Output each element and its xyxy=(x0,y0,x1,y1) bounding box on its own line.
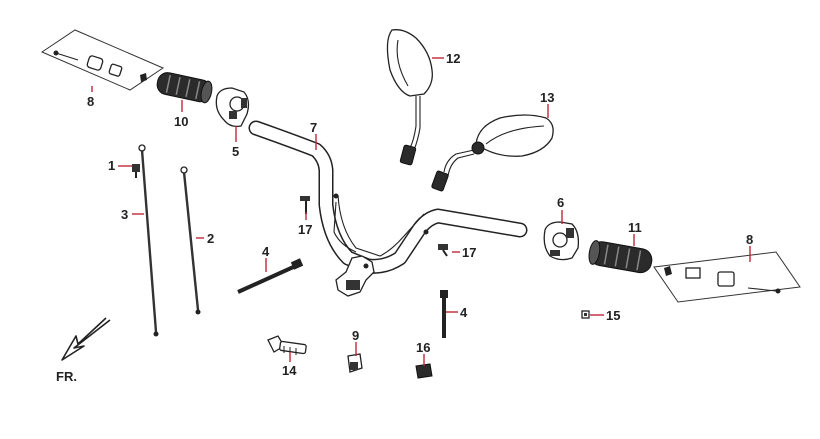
part-9-nut xyxy=(347,353,363,373)
leader-lines xyxy=(91,57,751,366)
handlebar-clamp xyxy=(335,255,375,297)
part-16-nut xyxy=(415,363,433,379)
callout-4-right: 4 xyxy=(460,305,468,320)
callout-labels: 8 10 5 7 12 13 1 3 2 4 17 17 4 6 11 8 15… xyxy=(87,51,753,378)
callout-4-left: 4 xyxy=(262,244,270,259)
front-direction-label: FR. xyxy=(56,369,77,384)
callout-1: 1 xyxy=(108,158,115,173)
part-17-bolt-left xyxy=(300,196,310,214)
callout-16: 16 xyxy=(416,340,430,355)
part-15-clip xyxy=(581,310,590,319)
callout-6: 6 xyxy=(557,195,564,210)
part-3-cable xyxy=(138,144,159,337)
callout-5: 5 xyxy=(232,144,239,159)
callout-11: 11 xyxy=(628,220,642,235)
part-4-cable-tie-left xyxy=(237,258,304,294)
part-5-left-switch xyxy=(215,87,250,128)
callout-3: 3 xyxy=(121,207,128,222)
part-10-left-grip xyxy=(156,72,213,104)
callout-17-right: 17 xyxy=(462,245,476,260)
part-8-right-kit xyxy=(653,251,801,303)
part-14-bolt xyxy=(267,335,307,355)
callout-14: 14 xyxy=(282,363,297,378)
part-13-right-mirror xyxy=(431,114,554,192)
front-direction-indicator: FR. xyxy=(56,317,111,384)
callout-8-left: 8 xyxy=(87,94,94,109)
callout-8-right: 8 xyxy=(746,232,753,247)
callout-12: 12 xyxy=(446,51,460,66)
callout-9: 9 xyxy=(352,328,359,343)
callout-10: 10 xyxy=(174,114,188,129)
part-17-bolt-right xyxy=(438,244,448,257)
callout-15: 15 xyxy=(606,308,620,323)
callout-17-left: 17 xyxy=(298,222,312,237)
part-12-left-mirror xyxy=(386,29,433,166)
part-8-left-kit xyxy=(40,29,165,91)
part-2-cable xyxy=(180,166,201,315)
callout-13: 13 xyxy=(540,90,554,105)
callout-7: 7 xyxy=(310,120,317,135)
part-1-cable-adjuster xyxy=(132,164,140,178)
part-4-cable-tie-right xyxy=(440,290,448,338)
callout-2: 2 xyxy=(207,231,214,246)
part-11-right-grip xyxy=(588,240,653,274)
part-6-right-switch xyxy=(543,221,580,261)
